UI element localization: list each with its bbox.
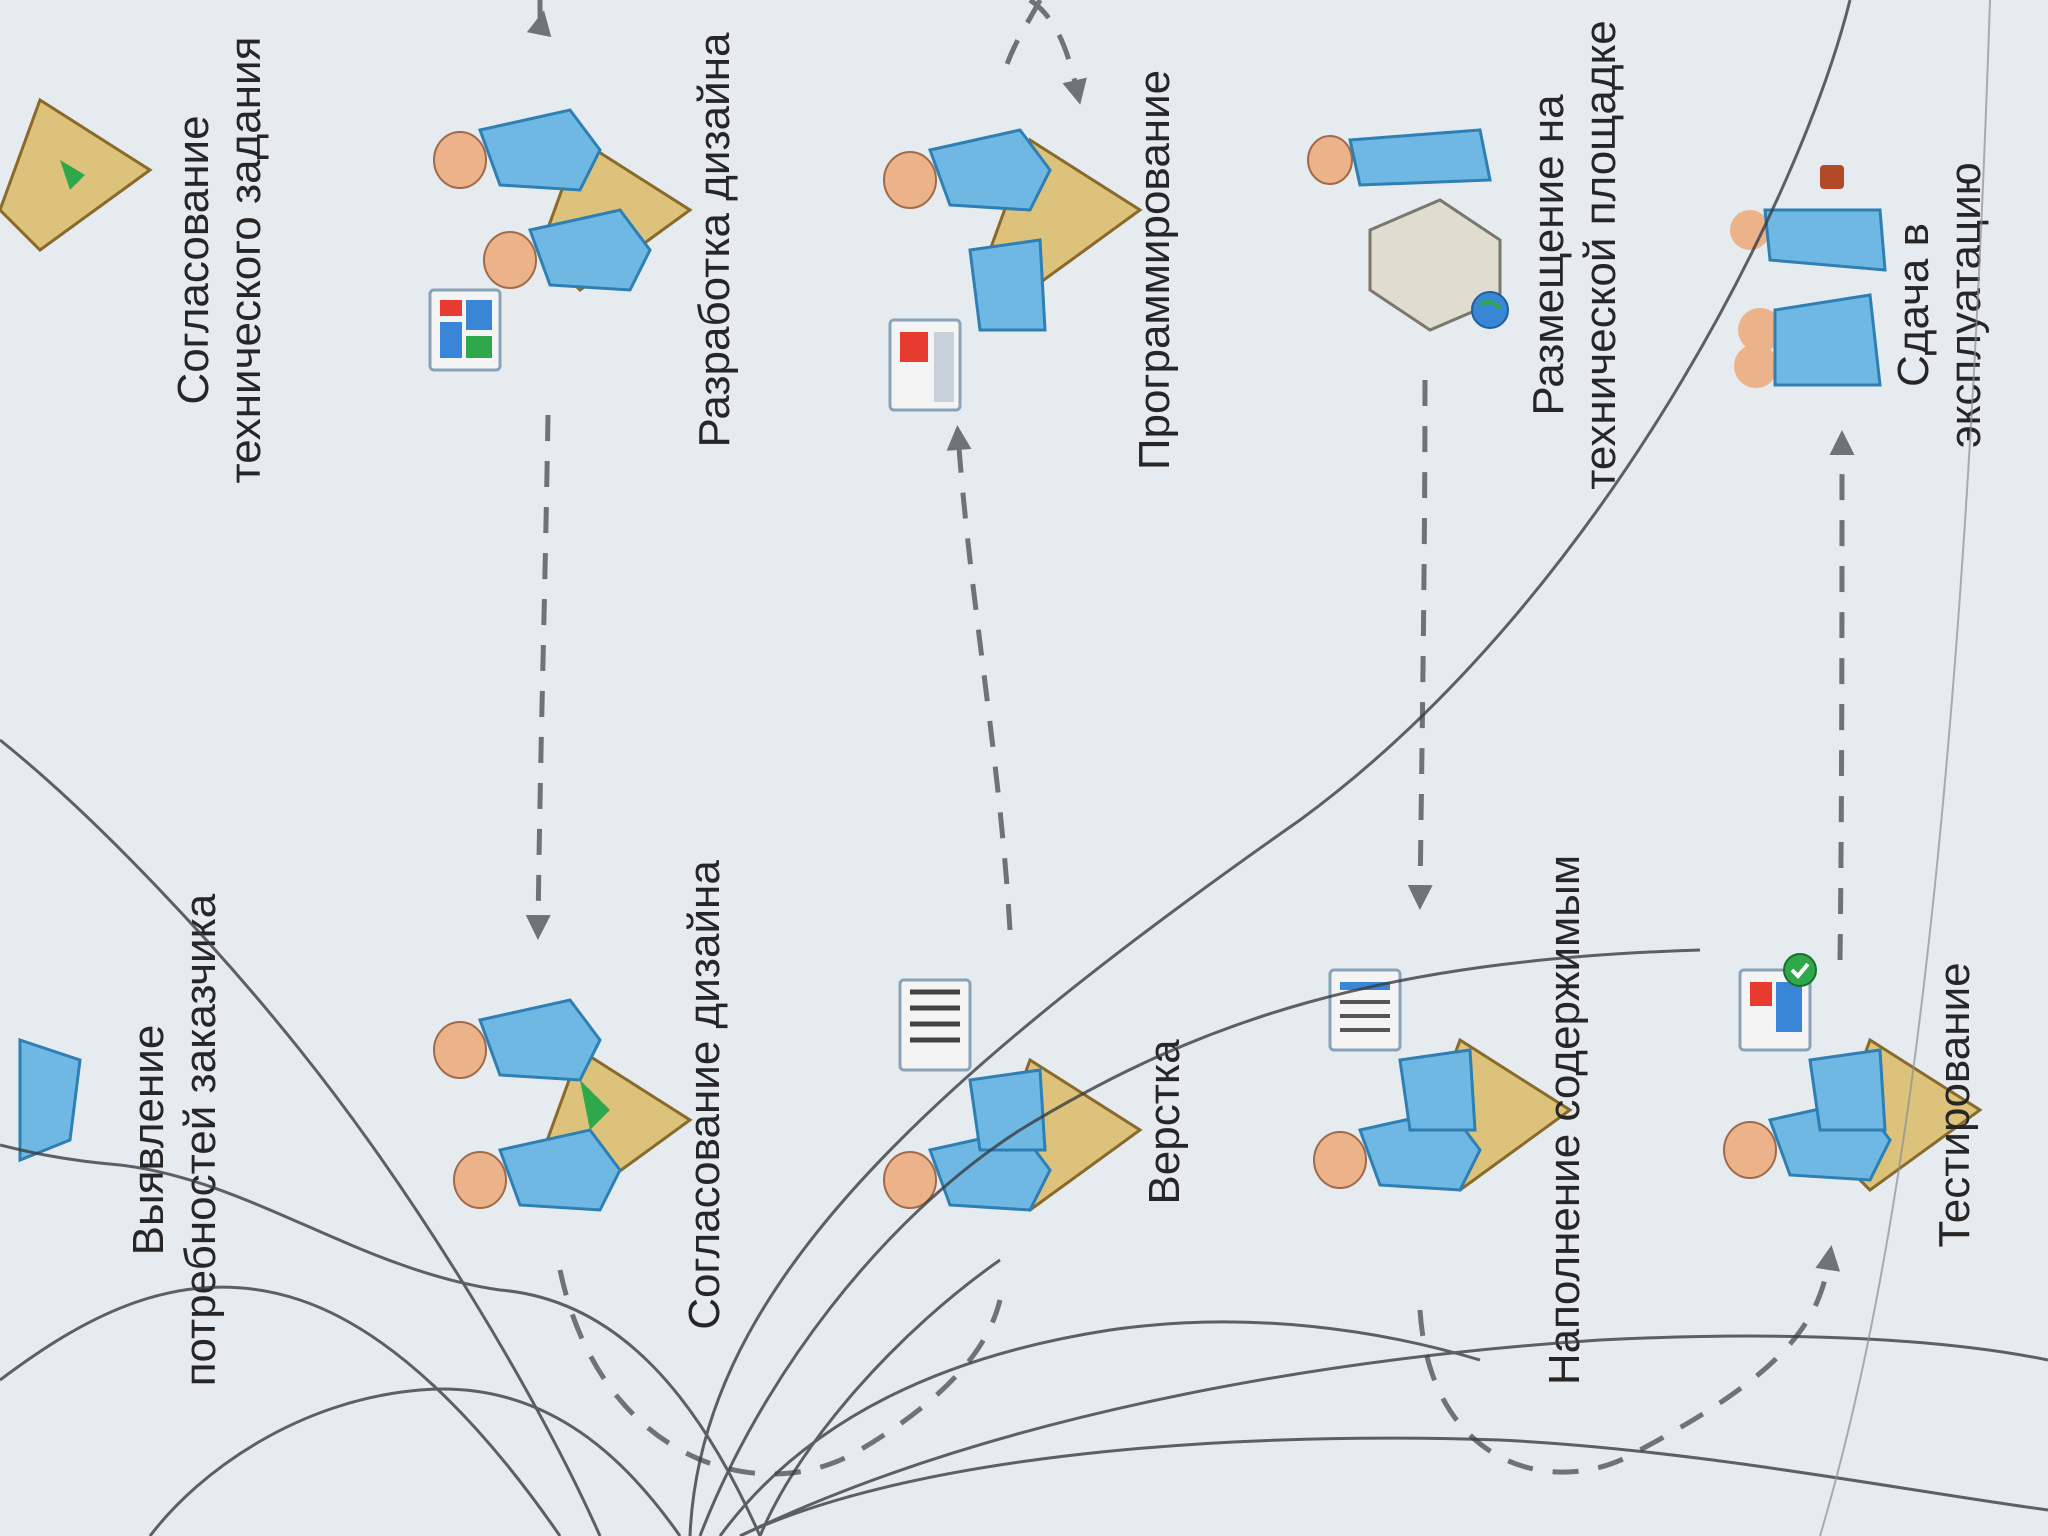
document-desk-icon xyxy=(0,98,152,252)
people-at-desk-icon xyxy=(18,1037,82,1163)
editor-at-desk-icon xyxy=(1312,968,1572,1192)
designer-at-desk-icon xyxy=(428,108,692,372)
arrow-content-to-testing xyxy=(1417,1245,1841,1475)
team-handover-icon xyxy=(1730,165,1887,388)
arrow-top-curve xyxy=(1002,0,1043,71)
arrow-needs-to-tz xyxy=(526,0,552,38)
arrow-markup-to-programming xyxy=(946,425,1013,931)
server-person-icon xyxy=(1307,128,1492,187)
coder-at-desk-icon xyxy=(882,978,1142,1212)
tester-at-desk-icon xyxy=(1722,953,1982,1192)
server-icon xyxy=(1368,198,1509,332)
arrow-testing-to-delivery xyxy=(1829,430,1855,961)
arrow-approve-to-markup xyxy=(557,1269,1003,1477)
programmer-at-desk-icon xyxy=(882,128,1142,412)
meeting-desk-icon xyxy=(432,998,692,1212)
